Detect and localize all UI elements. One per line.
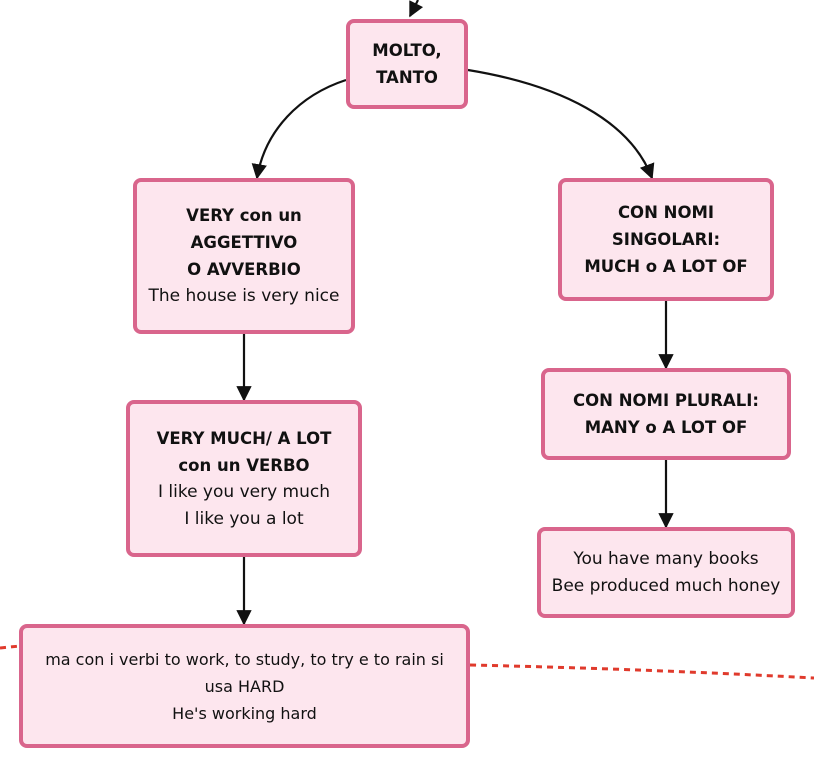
node-very-line-1: VERY con un [186,206,302,225]
node-hard-line-1: ma con i verbi to work, to study, to try… [45,649,444,669]
node-singolari-line-3: MUCH o A LOT OF [584,257,748,276]
node-examples-right: You have many books Bee produced much ho… [537,527,795,618]
node-plurali-line-1: CON NOMI PLURALI: [573,391,759,410]
node-molto-line-1: MOLTO, [372,41,442,60]
node-molto-tanto: MOLTO, TANTO [346,19,468,109]
node-singolari-line-1: CON NOMI [617,203,715,222]
node-singolari: CON NOMI SINGOLARI: MUCH o A LOT OF [558,178,774,301]
node-hard-line-3: He's working hard [172,703,317,723]
node-plurali: CON NOMI PLURALI: MANY o A LOT OF [541,368,791,460]
node-molto-line-2: TANTO [376,68,438,87]
node-very-much-example-2: I like you a lot [184,508,304,529]
node-very-line-3: O AVVERBIO [187,260,301,279]
node-examples-right-line-1: You have many books [573,548,759,569]
node-very-much-line-1: VERY MUCH/ A LOT [156,428,332,448]
arrow-root-to-singolari [467,68,655,180]
node-hard: ma con i verbi to work, to study, to try… [19,624,470,748]
node-very-much-example-1: I like you very much [157,481,331,502]
node-hard-line-2: usa HARD [204,676,285,696]
node-singolari-line-2: SINGOLARI: [611,230,721,249]
node-examples-right-line-2: Bee produced much honey [551,575,781,596]
node-very-much: VERY MUCH/ A LOT con un VERBO I like you… [126,400,362,557]
node-very: VERY con un AGGETTIVO O AVVERBIO The hou… [133,178,355,334]
node-very-example: The house is very nice [148,286,340,306]
arrow-into-root [409,0,424,18]
arrow-root-to-very [251,78,347,180]
node-plurali-line-2: MANY o A LOT OF [584,418,748,437]
node-very-much-line-2: con un VERBO [178,455,310,475]
node-very-line-2: AGGETTIVO [190,233,298,252]
dashed-divider-line [0,644,814,680]
